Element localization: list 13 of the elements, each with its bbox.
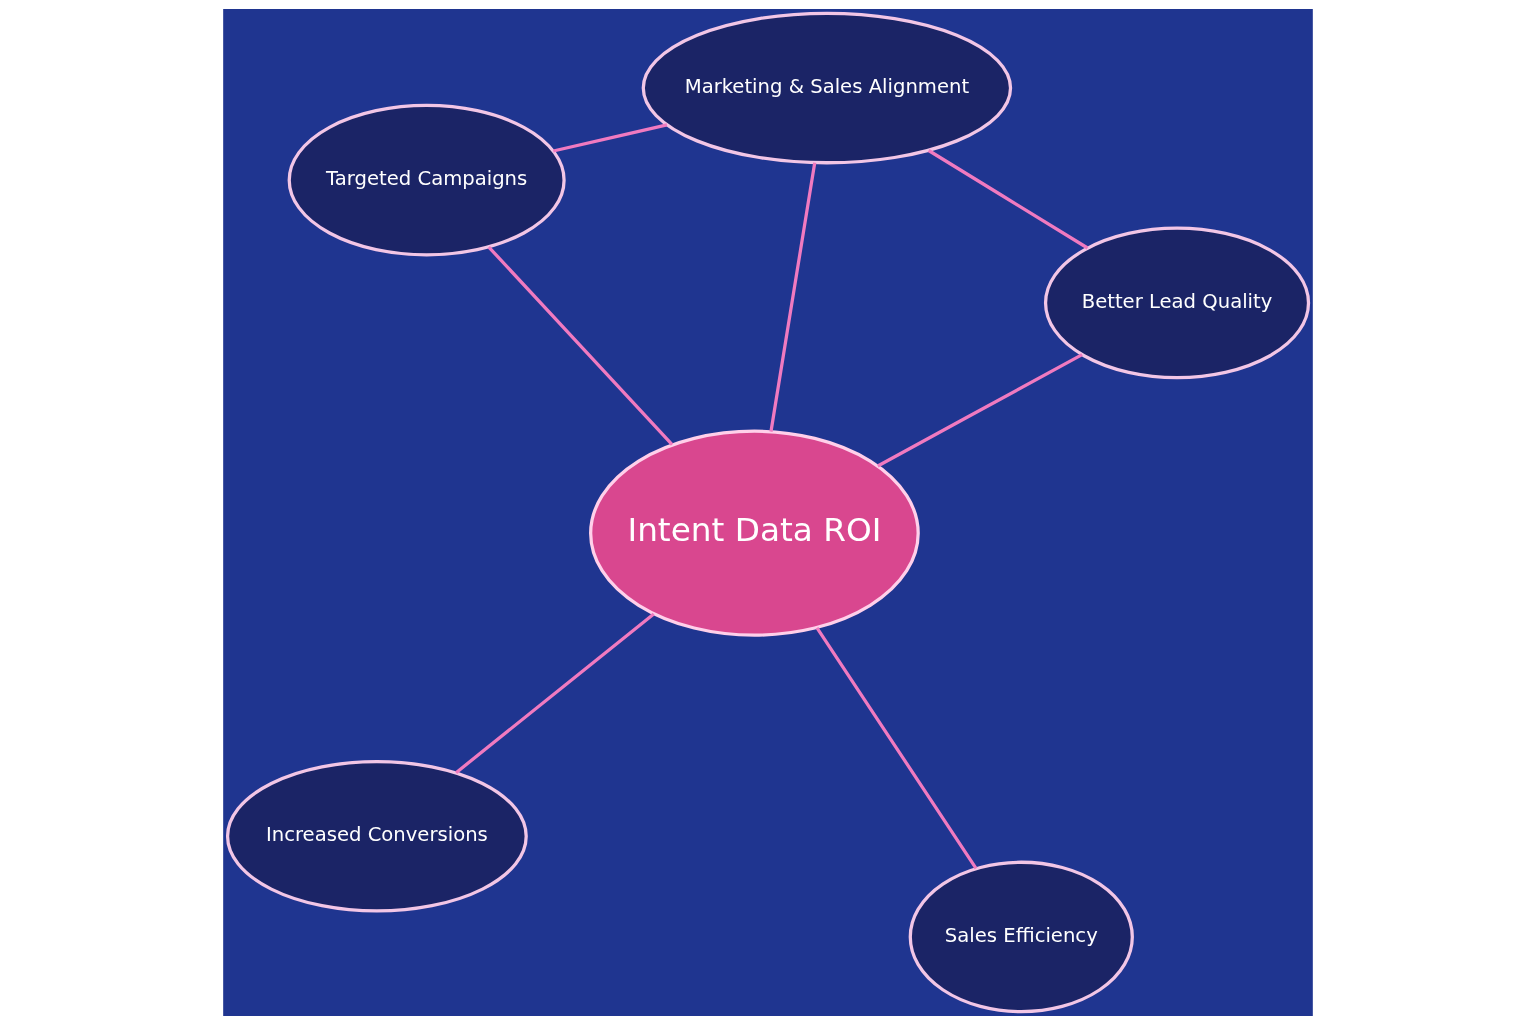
node-ellipse: Intent Data ROI [589,429,920,637]
connector [815,626,978,869]
node-ellipse: Marketing & Sales Alignment [641,11,1013,164]
connector [927,148,1089,249]
connector [487,245,674,446]
node-ellipse: Targeted Campaigns [287,103,566,256]
connector [877,352,1083,467]
connector [769,162,817,432]
node-ellipse: Better Lead Quality [1043,226,1311,379]
connector [552,122,668,153]
node-ellipse: Increased Conversions [225,759,528,913]
node-ellipse: Sales Efficiency [908,860,1134,1013]
connector [455,612,655,774]
